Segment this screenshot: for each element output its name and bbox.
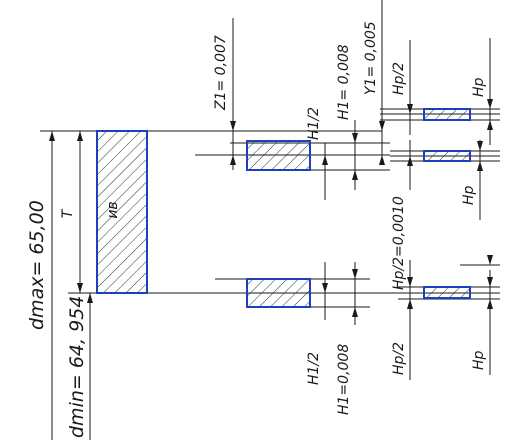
dmax-label: dmax= 65,00 bbox=[26, 200, 48, 330]
Hp2-bot-label: Hp/2 bbox=[391, 342, 407, 375]
Hp2-mid-label: Hp/2=0,0010 bbox=[391, 196, 407, 290]
Hp-mid-label: Hp bbox=[461, 185, 477, 205]
tolerance-zone-h1-top bbox=[246, 140, 311, 171]
H1-top-label: H1= 0,008 bbox=[336, 44, 352, 120]
dmin-label: dmin= 64, 954 bbox=[66, 296, 88, 438]
Hp-mid-arrow bbox=[407, 156, 413, 166]
Hp2-top-label: Hp/2 bbox=[391, 62, 407, 95]
T-arrow-top bbox=[77, 131, 83, 141]
Hp2-mid-arrow bbox=[407, 277, 413, 287]
T-label: T bbox=[60, 208, 76, 218]
Hp-bot-arrow-b bbox=[487, 299, 493, 309]
Hp-top-arrow-a bbox=[487, 99, 493, 109]
Hp-mid-arrow-a bbox=[477, 141, 483, 151]
tolerance-zone-main bbox=[96, 130, 148, 294]
Z1-arrow-top bbox=[230, 121, 236, 131]
H1half-top-label: H1/2 bbox=[306, 107, 322, 140]
Hp-bot-arrow-a bbox=[487, 277, 493, 287]
H1-bot-arrow-a bbox=[352, 269, 358, 279]
Hp-top-label: Hp bbox=[471, 77, 487, 97]
H1-top-arrow-b bbox=[352, 170, 358, 180]
H1half-top-arrow bbox=[322, 155, 328, 165]
T-arrow-bottom bbox=[77, 283, 83, 293]
Y1-arrow-b bbox=[379, 155, 385, 165]
H1-bot-label: H1=0,008 bbox=[336, 344, 352, 415]
hp-ref-arrow bbox=[487, 255, 493, 265]
Hp-bot-label: Hp bbox=[471, 350, 487, 370]
Y1-arrow-a bbox=[379, 121, 385, 131]
tolerance-zone-h1-bot bbox=[246, 278, 311, 308]
dmax-arrow bbox=[49, 131, 55, 141]
H1half-bot-arrow bbox=[322, 283, 328, 293]
Hp2-bot-arrow bbox=[407, 299, 413, 309]
Hp2-top-arrow bbox=[407, 104, 413, 114]
tolerance-zone-hp-top bbox=[423, 108, 471, 121]
H1-bot-arrow-b bbox=[352, 307, 358, 317]
Z1-label: Z1= 0,007 bbox=[213, 35, 229, 111]
Hp-top-arrow-b bbox=[487, 120, 493, 130]
Hp-mid-arrow-b bbox=[477, 161, 483, 171]
Y1-label: Y1= 0,005 bbox=[363, 21, 379, 95]
Z1-arrow-bottom bbox=[230, 155, 236, 165]
H1half-bot-label: H1/2 bbox=[306, 352, 322, 385]
main-zone-label: ив bbox=[105, 201, 121, 218]
tolerance-zone-hp-bot bbox=[423, 286, 471, 299]
dmin-arrow bbox=[87, 293, 93, 303]
H1-top-arrow-a bbox=[352, 133, 358, 143]
tolerance-zone-hp-mid bbox=[423, 150, 471, 162]
